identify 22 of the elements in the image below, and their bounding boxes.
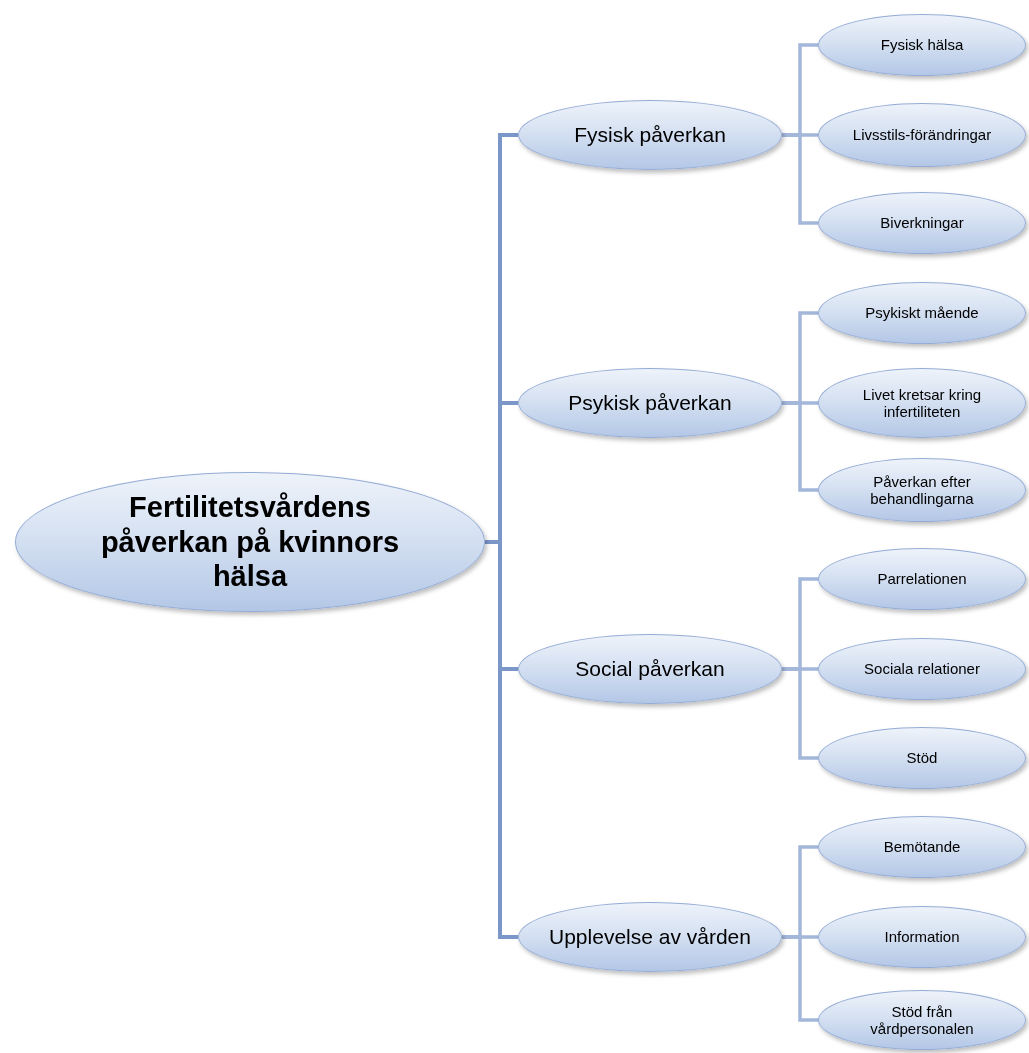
topic-text: Livsstils-förändringar <box>851 126 993 144</box>
topic-text: Parrelationen <box>876 570 968 588</box>
topic-text: Stöd från vårdpersonalen <box>869 1002 975 1038</box>
topic-text: Biverkningar <box>879 214 965 232</box>
topic-text: Bemötande <box>882 838 962 856</box>
topic-text: Fysisk hälsa <box>879 36 965 54</box>
topic-text: Stöd <box>905 749 939 767</box>
topic-text: Fertilitetsvårdens påverkan på kvinnors hälsa <box>99 489 401 595</box>
topic-text: Sociala relationer <box>863 660 981 678</box>
connector-line <box>782 935 818 1022</box>
topic-text: Upplevelse av vården <box>548 924 752 950</box>
topic-text: Psykiskt mående <box>864 304 980 322</box>
topic-text: Fysisk påverkan <box>573 122 727 148</box>
connector-line <box>485 540 518 939</box>
connector-line <box>782 133 818 225</box>
topic-text: Livet kretsar kring infertiliteten <box>861 385 983 421</box>
topic-text: Psykisk påverkan <box>567 390 733 416</box>
topic-text: Information <box>883 928 961 946</box>
topic-text: Social påverkan <box>574 656 726 682</box>
topic-text: Påverkan efter behandlingarna <box>869 472 975 508</box>
connector-line <box>782 667 818 760</box>
connector-line <box>782 401 818 492</box>
